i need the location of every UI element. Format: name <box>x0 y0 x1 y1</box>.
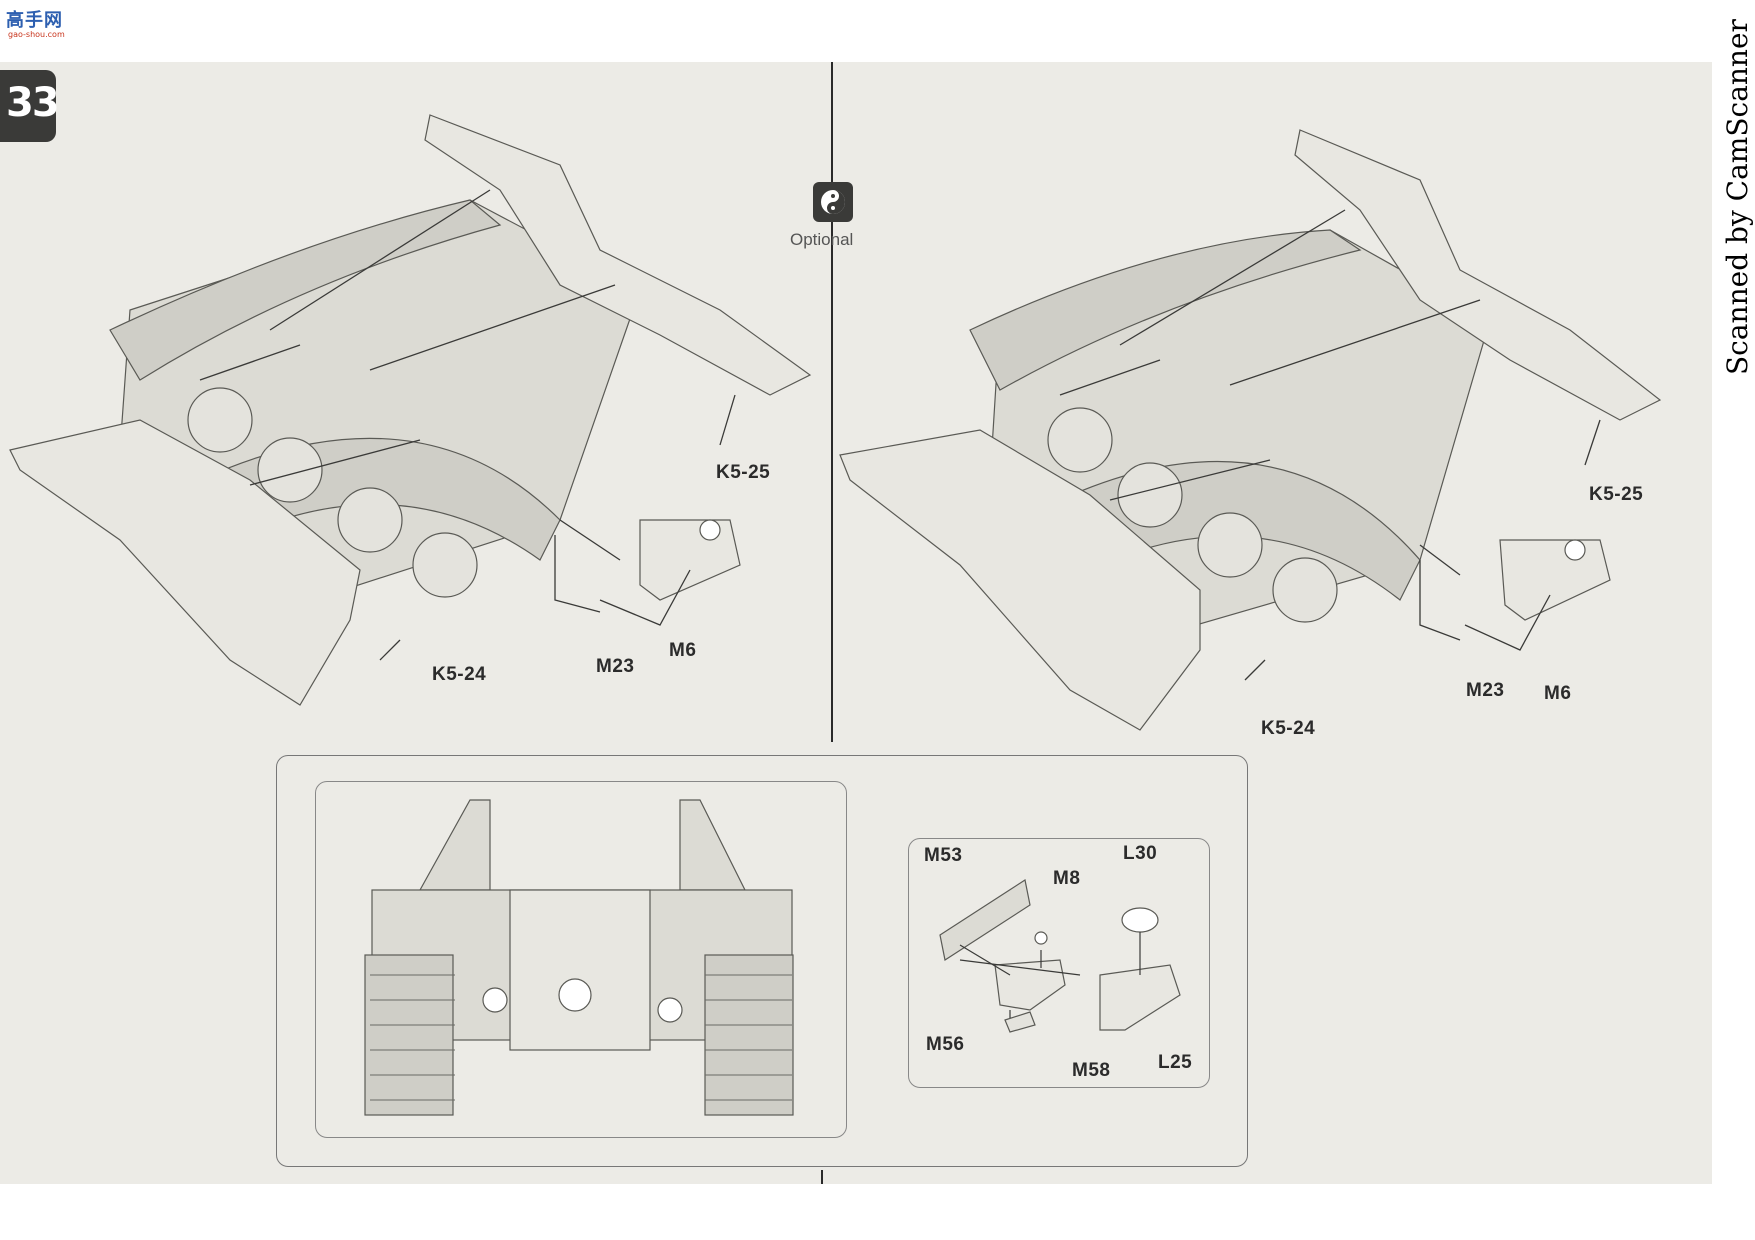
detail-callout-l25: L25 <box>1158 1052 1193 1073</box>
left-callout-k5-24: K5-24 <box>432 664 487 685</box>
site-logo: 高手网 gao-shou.com <box>6 6 70 40</box>
bottom-tick <box>821 1170 823 1184</box>
step-number-badge <box>0 70 56 142</box>
right-callout-m6: M6 <box>1544 683 1572 704</box>
logo-text: 高手网 <box>6 10 63 31</box>
scan-stamp-text: Scanned by CamScanner <box>1721 19 1754 375</box>
right-callout-k5-25: K5-25 <box>1589 484 1644 505</box>
right-callout-k5-24: K5-24 <box>1261 718 1316 739</box>
optional-yin-yang-icon <box>813 182 853 222</box>
detail-callout-m56: M56 <box>926 1034 965 1055</box>
step-number: 33 <box>6 80 60 126</box>
detail-callout-l30: L30 <box>1123 843 1158 864</box>
detail-frame <box>276 755 1248 1167</box>
center-divider <box>831 62 833 742</box>
detail-callout-m58: M58 <box>1072 1060 1111 1081</box>
rear-view-frame <box>315 781 847 1138</box>
detail-callout-m53: M53 <box>924 845 963 866</box>
left-callout-m6: M6 <box>669 640 697 661</box>
left-callout-k5-25: K5-25 <box>716 462 771 483</box>
logo-subtext: gao-shou.com <box>8 30 65 39</box>
right-callout-m23: M23 <box>1466 680 1505 701</box>
optional-label: Optional <box>790 230 854 249</box>
left-callout-m23: M23 <box>596 656 635 677</box>
parts-detail-frame <box>908 838 1210 1088</box>
detail-callout-m8: M8 <box>1053 868 1081 889</box>
